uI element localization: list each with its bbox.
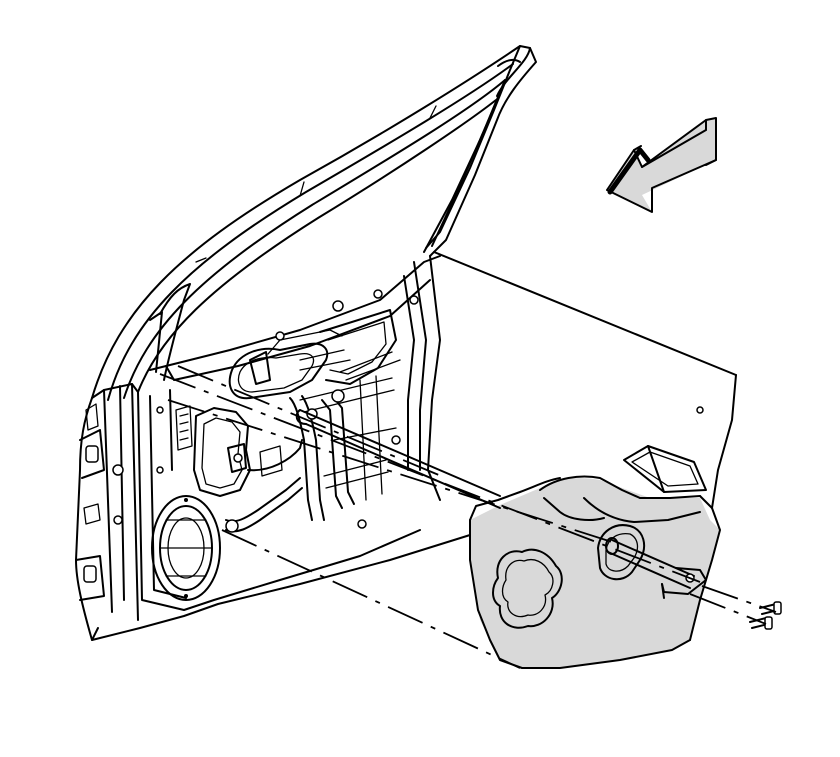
alignment-lines [159,365,777,669]
trim-panel [433,251,737,669]
window-frame [91,45,537,401]
screws [749,601,782,630]
arrow-icon [606,117,717,213]
inner-door-panel [75,255,471,641]
